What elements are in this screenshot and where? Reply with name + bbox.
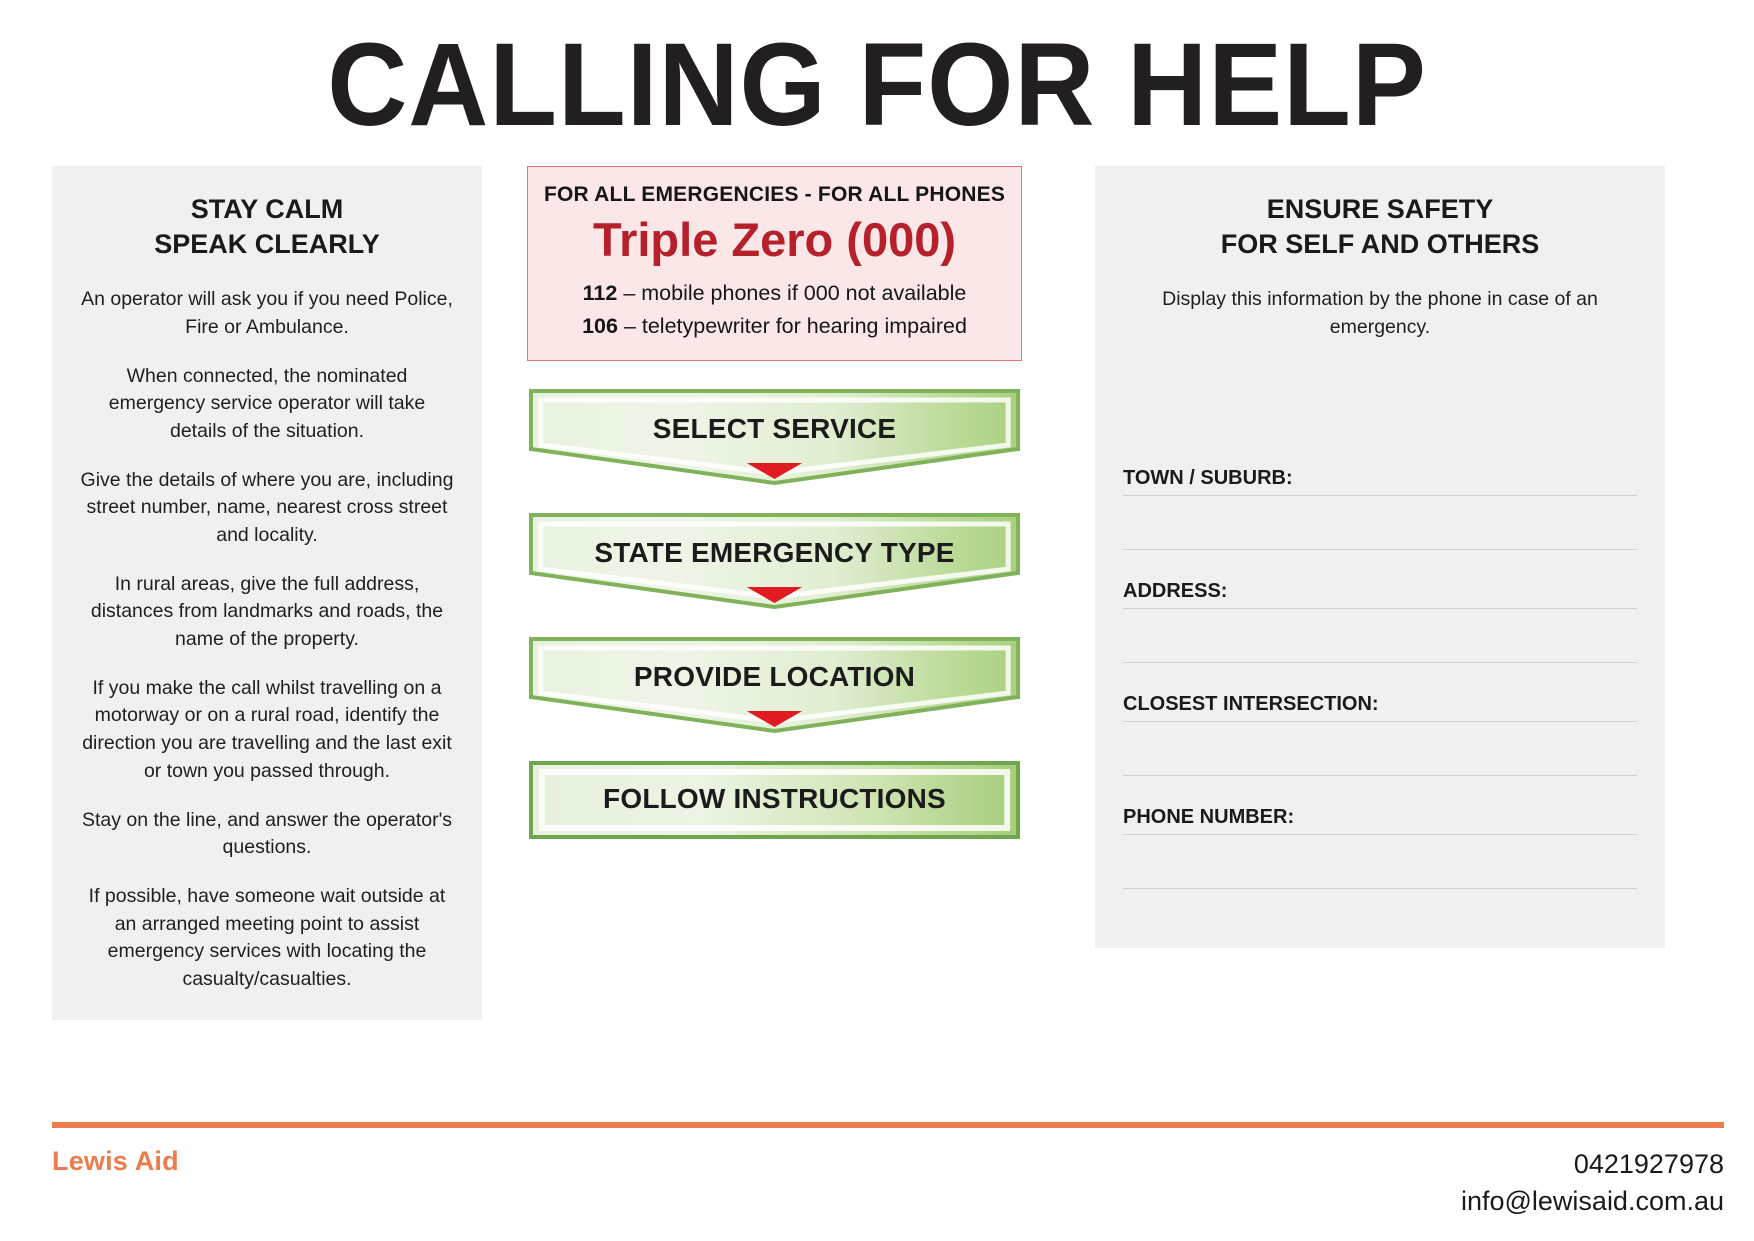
- left-paragraph: Stay on the line, and answer the operato…: [81, 808, 453, 859]
- step-marker-red-triangle: [746, 462, 803, 479]
- step-marker-red-triangle: [746, 710, 803, 727]
- left-paragraph: Give the details of where you are, inclu…: [80, 468, 454, 546]
- chevron-down-shape: [528, 636, 1021, 733]
- field-label: ADDRESS:: [1123, 580, 1637, 609]
- page-footer: Lewis Aid 0421927978 info@lewisaid.com.a…: [52, 1122, 1724, 1219]
- call-steps-list: SELECT SERVICE STATE EMERGENCY TYPE: [527, 387, 1022, 841]
- contact-block: 0421927978 info@lewisaid.com.au: [1461, 1146, 1724, 1219]
- field-label: TOWN / SUBURB:: [1123, 467, 1637, 496]
- field-write-line[interactable]: [1123, 835, 1637, 889]
- left-panel-heading: STAY CALM SPEAK CLEARLY: [80, 192, 454, 262]
- emergency-alt-line-106: 106 – teletypewriter for hearing impaire…: [544, 310, 1005, 343]
- alt-text-106: – teletypewriter for hearing impaired: [623, 314, 967, 339]
- left-column: STAY CALM SPEAK CLEARLY An operator will…: [52, 166, 482, 1020]
- left-paragraph: An operator will ask you if you need Pol…: [81, 288, 453, 338]
- step-state-emergency-type: STATE EMERGENCY TYPE: [527, 511, 1022, 611]
- field-closest-intersection: CLOSEST INTERSECTION:: [1123, 693, 1637, 776]
- footer-row: Lewis Aid 0421927978 info@lewisaid.com.a…: [52, 1146, 1724, 1219]
- field-write-line[interactable]: [1123, 496, 1637, 550]
- right-panel-heading: ENSURE SAFETY FOR SELF AND OTHERS: [1123, 192, 1637, 262]
- field-gap: [1123, 788, 1637, 806]
- left-paragraph: If you make the call whilst travelling o…: [82, 676, 452, 782]
- center-column: FOR ALL EMERGENCIES - FOR ALL PHONES Tri…: [482, 166, 1067, 841]
- emergency-number: Triple Zero (000): [592, 213, 957, 266]
- form-spacer: [1123, 363, 1637, 467]
- alt-code-106: 106: [582, 314, 618, 339]
- emergency-number-box: FOR ALL EMERGENCIES - FOR ALL PHONES Tri…: [527, 166, 1022, 361]
- alt-code-112: 112: [582, 281, 618, 306]
- right-heading-line-1: ENSURE SAFETY: [1266, 194, 1494, 224]
- step-select-service: SELECT SERVICE: [527, 387, 1022, 487]
- field-write-line[interactable]: [1123, 722, 1637, 776]
- field-gap: [1123, 675, 1637, 693]
- right-paragraph: Display this information by the phone in…: [1162, 288, 1598, 338]
- step-provide-location: PROVIDE LOCATION: [527, 635, 1022, 735]
- ensure-safety-panel: ENSURE SAFETY FOR SELF AND OTHERS Displa…: [1095, 166, 1665, 948]
- stay-calm-panel: STAY CALM SPEAK CLEARLY An operator will…: [52, 166, 482, 1020]
- footer-divider: [52, 1122, 1724, 1129]
- brand-name: Lewis Aid: [52, 1146, 179, 1177]
- field-town-suburb: TOWN / SUBURB:: [1123, 467, 1637, 550]
- chevron-down-shape: [528, 388, 1021, 485]
- field-phone-number: PHONE NUMBER:: [1123, 806, 1637, 889]
- left-paragraph: If possible, have someone wait outside a…: [88, 884, 446, 990]
- step-marker-red-triangle: [746, 586, 803, 603]
- emergency-alt-line-112: 112 – mobile phones if 000 not available: [544, 277, 1005, 310]
- right-heading-line-2: FOR SELF AND OTHERS: [1220, 229, 1540, 260]
- left-paragraph: In rural areas, give the full address, d…: [90, 572, 444, 651]
- step-follow-instructions: FOLLOW INSTRUCTIONS: [527, 759, 1022, 841]
- alt-text-112: – mobile phones if 000 not available: [623, 281, 967, 306]
- bar-shape: [528, 760, 1021, 839]
- field-write-line[interactable]: [1123, 609, 1637, 663]
- left-heading-line-1: STAY CALM: [190, 194, 344, 224]
- field-gap: [1123, 562, 1637, 580]
- chevron-down-shape: [528, 512, 1021, 609]
- page-title: CALLING FOR HELP: [327, 19, 1427, 151]
- left-paragraph: When connected, the nominated emergency …: [108, 364, 426, 442]
- poster-columns: STAY CALM SPEAK CLEARLY An operator will…: [0, 144, 1754, 1020]
- emergency-kicker: FOR ALL EMERGENCIES - FOR ALL PHONES: [544, 183, 1006, 206]
- field-label: PHONE NUMBER:: [1123, 806, 1637, 835]
- left-heading-line-2: SPEAK CLEARLY: [154, 229, 380, 260]
- contact-email[interactable]: info@lewisaid.com.au: [1460, 1185, 1724, 1216]
- field-label: CLOSEST INTERSECTION:: [1123, 693, 1637, 722]
- contact-phone[interactable]: 0421927978: [1573, 1149, 1724, 1180]
- right-column: ENSURE SAFETY FOR SELF AND OTHERS Displa…: [1095, 166, 1665, 948]
- field-address: ADDRESS:: [1123, 580, 1637, 663]
